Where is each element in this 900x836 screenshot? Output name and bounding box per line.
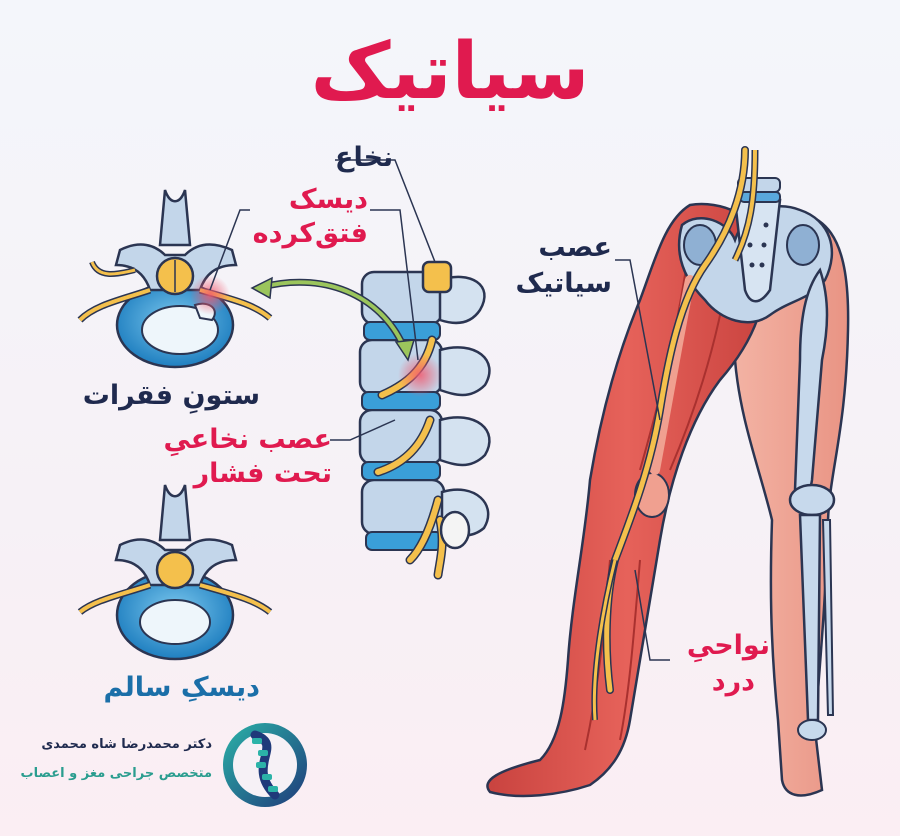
label-herniated-disc-1: دیسک	[288, 184, 368, 215]
label-herniated-disc-2: فتق‌کرده	[252, 218, 368, 249]
logo-doctor-name: دکتر محمدرضا شاه محمدی	[41, 737, 212, 752]
clinic-logo	[223, 723, 307, 807]
label-spinal-cord: نخاع	[335, 142, 394, 173]
label-compressed-nerve-1: عصب نخاعیِ	[163, 424, 332, 455]
connector-arrow	[250, 276, 416, 362]
label-compressed-nerve-2: تحت فشار	[193, 458, 332, 489]
label-sciatic-nerve-1: عصب	[538, 232, 612, 263]
healthy-vertebra-crosssection	[77, 484, 273, 661]
label-pain-area-1: نواحیِ	[686, 630, 770, 661]
label-sciatic-nerve-2: سیاتیک	[515, 268, 612, 299]
label-healthy-disc: دیسکِ سالم	[103, 672, 260, 703]
logo-specialty: متخصص جراحی مغز و اعصاب	[20, 766, 212, 781]
label-vertebral-column: ستونِ فقرات	[82, 380, 260, 411]
page-title: سیاتیک	[310, 27, 590, 117]
herniated-vertebra-crosssection	[77, 189, 273, 369]
label-pain-area-2: درد	[711, 666, 755, 697]
leader-lines	[209, 159, 670, 661]
legs-illustration	[486, 146, 850, 798]
